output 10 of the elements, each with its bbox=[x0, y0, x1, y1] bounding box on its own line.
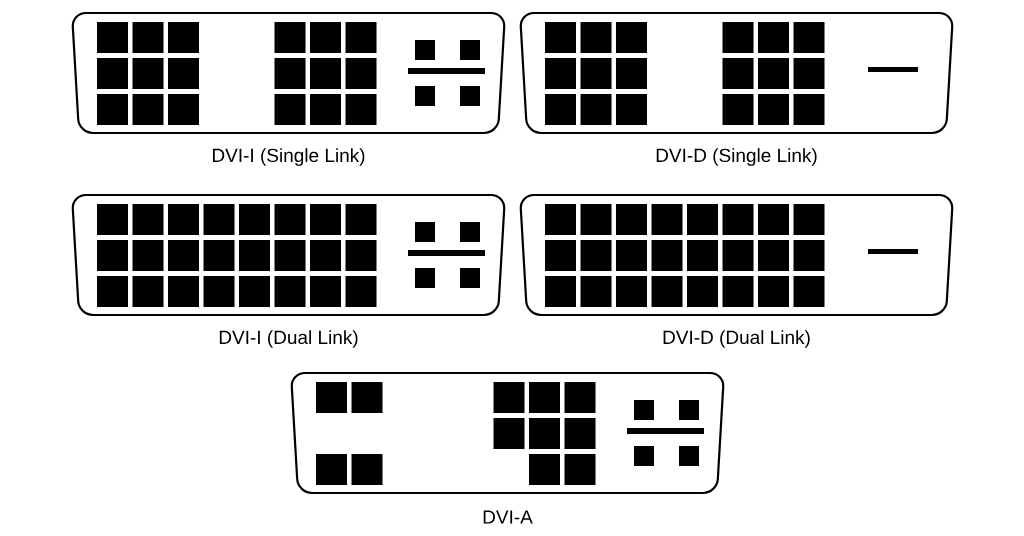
connector-outline: DVI-I (Dual Link) bbox=[71, 193, 506, 348]
node-label: DVI-A bbox=[483, 510, 533, 524]
connector-outline: DVI-I (Single Link) bbox=[71, 11, 506, 166]
node-label: DVI-D (Single Link) bbox=[656, 148, 817, 166]
node-label: DVI-I (Single Link) bbox=[212, 148, 365, 166]
connector-outline: DVI-D (Dual Link) bbox=[519, 193, 954, 348]
connector-outline: DVI-A bbox=[290, 371, 725, 524]
connector-outline: DVI-D (Single Link) bbox=[519, 11, 954, 166]
node-label: DVI-I (Dual Link) bbox=[219, 330, 358, 348]
node-label: DVI-D (Dual Link) bbox=[663, 330, 810, 348]
